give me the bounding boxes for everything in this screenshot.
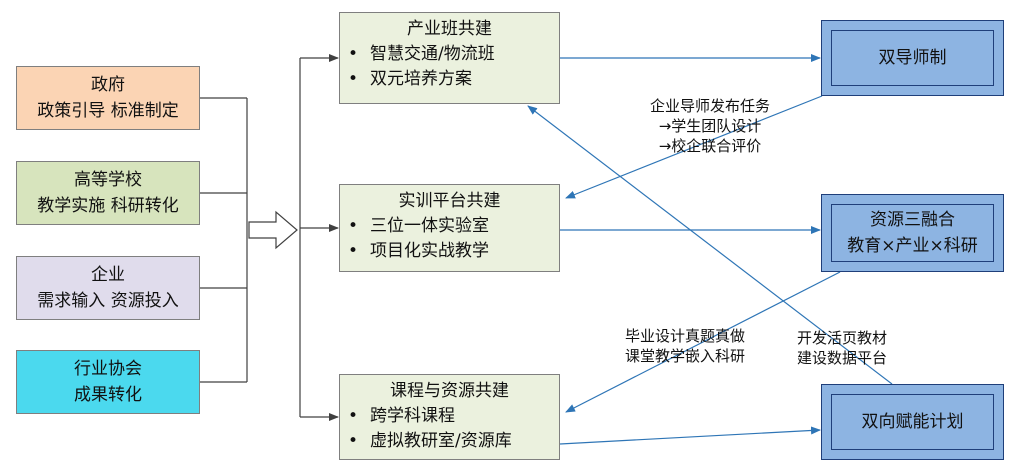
platform-curriculum-title: 课程与资源共建 — [390, 381, 509, 401]
stakeholder-university-name: 高等学校 — [74, 170, 142, 190]
mechanism-two-way-empower: 双向赋能计划 — [821, 384, 1004, 460]
list-item: •双元培养方案 — [348, 69, 472, 89]
mechanism-two-way-empower-label: 双向赋能计划 — [861, 412, 964, 432]
mechanism-dual-mentor-label: 双导师制 — [878, 48, 947, 68]
platform-bracket — [299, 54, 339, 421]
platform-industry-class-title: 产业班共建 — [407, 19, 492, 39]
stakeholder-association-role: 成果转化 — [74, 385, 142, 405]
stakeholder-bracket — [200, 97, 248, 383]
note-mentor: 企业导师发布任务 →学生团队设计 →校企联合评价 — [650, 97, 771, 155]
stakeholder-association-name: 行业协会 — [74, 359, 142, 379]
stakeholder-enterprise-name: 企业 — [91, 265, 125, 285]
stakeholder-government-name: 政府 — [91, 75, 125, 95]
platform-curriculum: 课程与资源共建 •跨学科课程 •虚拟教研室/资源库 — [339, 374, 560, 460]
platform-industry-class: 产业班共建 •智慧交通/物流班 •双元培养方案 — [339, 12, 560, 104]
stakeholder-government: 政府 政策引导 标准制定 — [16, 66, 200, 130]
stakeholder-university-role: 教学实施 科研转化 — [37, 196, 179, 216]
stakeholder-government-role: 政策引导 标准制定 — [37, 101, 179, 121]
note-resource: 毕业设计真题真做 课堂教学嵌入科研 — [625, 327, 746, 365]
mechanism-dual-mentor: 双导师制 — [821, 20, 1004, 96]
stakeholder-university: 高等学校 教学实施 科研转化 — [16, 161, 200, 225]
list-item: •三位一体实验室 — [348, 216, 489, 236]
list-item: •虚拟教研室/资源库 — [348, 431, 512, 451]
list-item: •智慧交通/物流班 — [348, 44, 495, 64]
stakeholder-association: 行业协会 成果转化 — [16, 350, 200, 414]
mechanism-resource-fusion-title: 资源三融合 — [870, 210, 955, 230]
mechanism-resource-fusion: 资源三融合 教育×产业×科研 — [821, 194, 1004, 272]
platform-training: 实训平台共建 •三位一体实验室 •项目化实战教学 — [339, 184, 560, 272]
flow-arrows — [527, 54, 893, 445]
note-empower: 开发活页教材 建设数据平台 — [797, 329, 888, 367]
list-item: •项目化实战教学 — [348, 241, 489, 261]
mechanism-resource-fusion-detail: 教育×产业×科研 — [847, 236, 978, 256]
platform-training-title: 实训平台共建 — [398, 191, 501, 211]
stakeholder-enterprise-role: 需求输入 资源投入 — [37, 291, 179, 311]
hollow-arrow — [248, 210, 298, 250]
list-item: •跨学科课程 — [348, 406, 455, 426]
stakeholder-enterprise: 企业 需求输入 资源投入 — [16, 256, 200, 320]
